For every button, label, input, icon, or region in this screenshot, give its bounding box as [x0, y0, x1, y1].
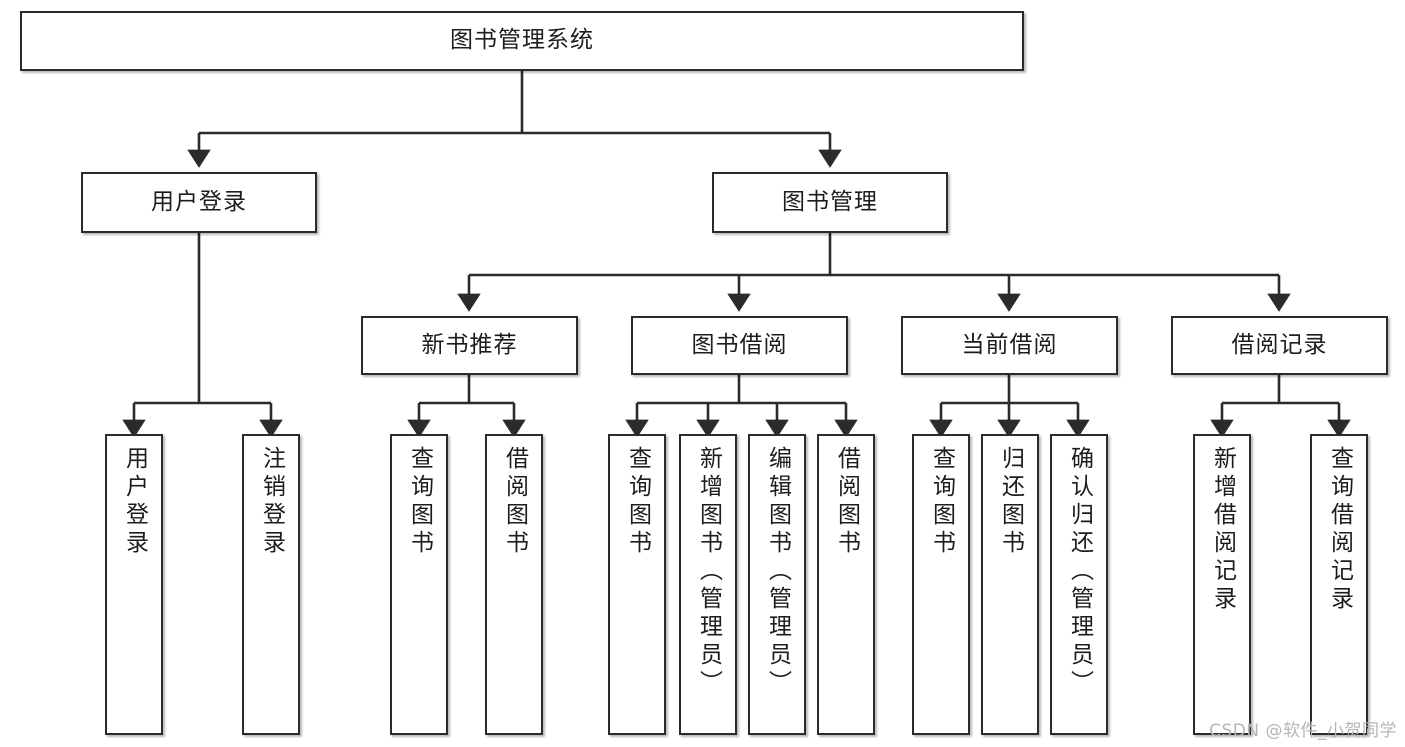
leaf-logout[interactable]: 注销登录 — [242, 434, 300, 735]
node-book-borrow[interactable]: 图书借阅 — [631, 316, 848, 375]
node-user-login[interactable]: 用户登录 — [81, 172, 317, 233]
node-book-management[interactable]: 图书管理 — [712, 172, 948, 233]
leaf-query-book-current[interactable]: 查询图书 — [912, 434, 970, 735]
csdn-watermark: CSDN @软件_小贺同学 — [1209, 721, 1397, 741]
node-new-book-recommend-label: 新书推荐 — [421, 331, 518, 358]
node-book-management-label: 图书管理 — [782, 188, 878, 215]
node-user-login-label: 用户登录 — [151, 188, 247, 215]
leaf-query-book-current-label: 查询图书 — [928, 446, 955, 558]
leaf-borrow-book-recommend-label: 借阅图书 — [501, 446, 528, 558]
leaf-query-book-recommend-label: 查询图书 — [406, 446, 433, 558]
leaf-logout-label: 注销登录 — [258, 446, 285, 558]
leaf-add-borrow-record[interactable]: 新增借阅记录 — [1193, 434, 1251, 735]
node-book-borrow-label: 图书借阅 — [691, 331, 788, 358]
leaf-confirm-return-admin-label: 确认归还（管理员） — [1066, 446, 1093, 698]
node-borrow-records[interactable]: 借阅记录 — [1171, 316, 1388, 375]
node-borrow-records-label: 借阅记录 — [1231, 331, 1328, 358]
leaf-query-borrow-record[interactable]: 查询借阅记录 — [1310, 434, 1368, 735]
leaf-borrow-book[interactable]: 借阅图书 — [817, 434, 875, 735]
leaf-add-book-admin-label: 新增图书（管理员） — [695, 446, 722, 698]
leaf-query-borrow-record-label: 查询借阅记录 — [1326, 446, 1353, 614]
leaf-borrow-book-recommend[interactable]: 借阅图书 — [485, 434, 543, 735]
leaf-borrow-book-label: 借阅图书 — [833, 446, 860, 558]
node-root-label: 图书管理系统 — [450, 27, 594, 54]
leaf-user-login-label: 用户登录 — [121, 446, 148, 558]
leaf-confirm-return-admin[interactable]: 确认归还（管理员） — [1050, 434, 1108, 735]
leaf-return-book[interactable]: 归还图书 — [981, 434, 1039, 735]
leaf-return-book-label: 归还图书 — [997, 446, 1024, 558]
node-current-borrow-label: 当前借阅 — [961, 331, 1058, 358]
leaf-edit-book-admin[interactable]: 编辑图书（管理员） — [748, 434, 806, 735]
node-current-borrow[interactable]: 当前借阅 — [901, 316, 1118, 375]
leaf-query-book-recommend[interactable]: 查询图书 — [390, 434, 448, 735]
node-new-book-recommend[interactable]: 新书推荐 — [361, 316, 578, 375]
leaf-add-borrow-record-label: 新增借阅记录 — [1209, 446, 1236, 614]
leaf-edit-book-admin-label: 编辑图书（管理员） — [764, 446, 791, 698]
node-root[interactable]: 图书管理系统 — [20, 11, 1024, 71]
leaf-query-book-borrow[interactable]: 查询图书 — [608, 434, 666, 735]
leaf-add-book-admin[interactable]: 新增图书（管理员） — [679, 434, 737, 735]
leaf-query-book-borrow-label: 查询图书 — [624, 446, 651, 558]
leaf-user-login[interactable]: 用户登录 — [105, 434, 163, 735]
